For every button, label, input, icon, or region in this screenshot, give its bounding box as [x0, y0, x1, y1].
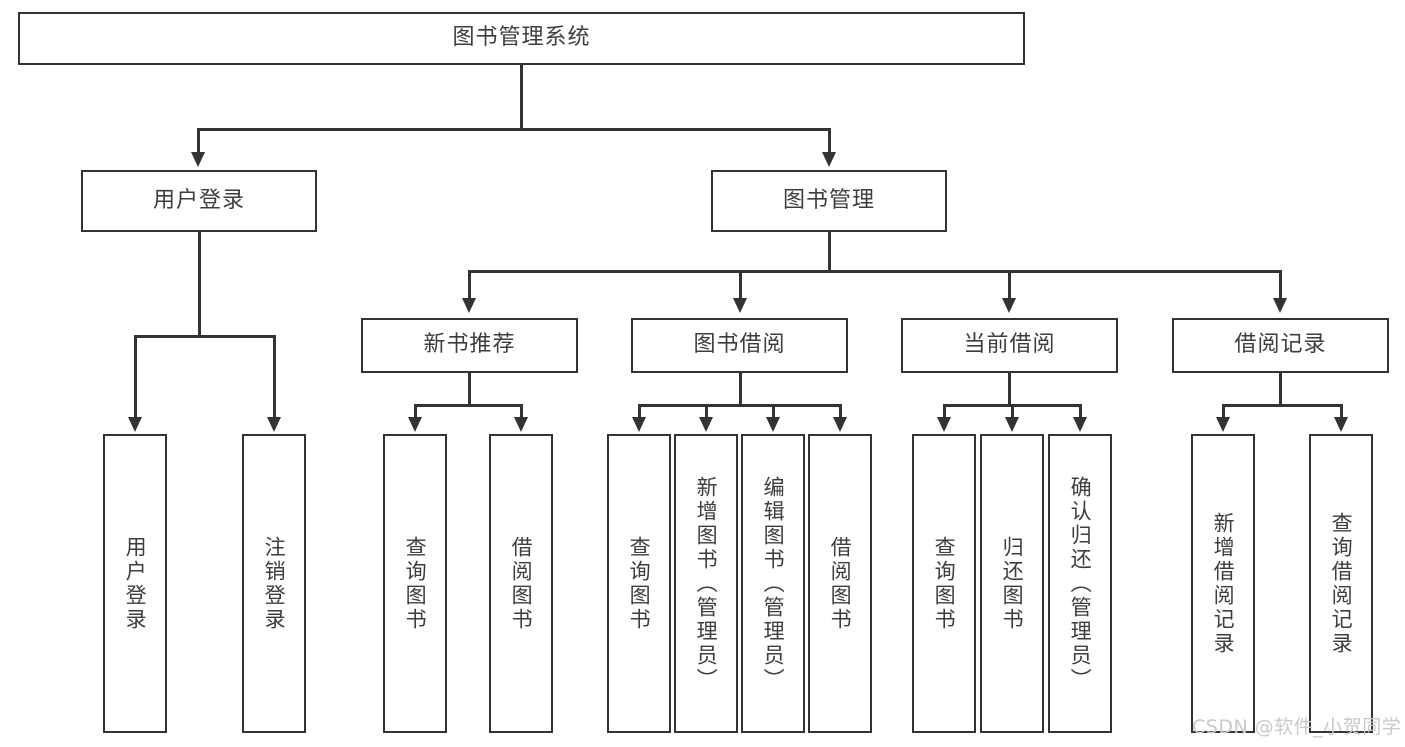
- node-label: 借阅记录: [1234, 332, 1327, 358]
- arrow-book-borrow-leaf-1: [632, 417, 646, 432]
- connector-user-login-leaf-2: [273, 335, 276, 419]
- connector-book-borrow-leaf-2: [705, 404, 708, 419]
- connector-borrow-record-stem: [1279, 373, 1282, 406]
- connector-bm-to-new-book: [468, 270, 471, 300]
- node-label: 图书借阅: [693, 332, 786, 358]
- node-book-borrow[interactable]: 图书借阅: [631, 318, 848, 373]
- arrow-book-borrow-leaf-4: [833, 417, 847, 432]
- node-user-login[interactable]: 用户登录: [81, 170, 317, 232]
- connector-user-login-bus: [134, 335, 275, 338]
- arrow-current-borrow-leaf-3: [1073, 417, 1087, 432]
- leaf-query-book-recommend[interactable]: 查询图书: [383, 434, 447, 733]
- arrow-current-borrow-leaf-2: [1005, 417, 1019, 432]
- connector-new-book-leaf-2: [520, 404, 523, 419]
- arrow-user-login-leaf-1: [128, 417, 142, 432]
- connector-new-book-leaf-1: [414, 404, 417, 419]
- connector-root-to-user-login: [197, 128, 200, 154]
- arrow-root-to-user-login: [191, 152, 205, 167]
- connector-root-bus: [197, 128, 831, 131]
- connector-current-borrow-leaf-3: [1079, 404, 1082, 419]
- node-current-borrow[interactable]: 当前借阅: [901, 318, 1118, 373]
- connector-book-borrow-leaf-3: [772, 404, 775, 419]
- arrow-current-borrow-leaf-1: [937, 417, 951, 432]
- connector-current-borrow-leaf-1: [943, 404, 946, 419]
- node-borrow-record[interactable]: 借阅记录: [1172, 318, 1389, 373]
- arrow-root-to-book-management: [822, 152, 836, 167]
- leaf-edit-book-admin[interactable]: 编辑图书（管理员）: [741, 434, 805, 733]
- leaf-add-borrow-record[interactable]: 新增借阅记录: [1191, 434, 1255, 733]
- leaf-user-login[interactable]: 用户登录: [103, 434, 167, 733]
- node-book-management[interactable]: 图书管理: [711, 170, 947, 232]
- leaf-borrow-book-recommend[interactable]: 借阅图书: [489, 434, 553, 733]
- arrow-bm-to-book-borrow: [733, 298, 747, 313]
- connector-borrow-record-leaf-1: [1222, 404, 1225, 419]
- leaf-label: 归还图书: [1000, 535, 1025, 632]
- connector-user-login-leaf-1: [134, 335, 137, 419]
- arrow-book-borrow-leaf-3: [766, 417, 780, 432]
- leaf-label: 查询图书: [932, 535, 957, 632]
- watermark-text: CSDN @软件_小贺同学: [1192, 716, 1402, 738]
- leaf-add-book-admin[interactable]: 新增图书（管理员）: [674, 434, 738, 733]
- leaf-return-book[interactable]: 归还图书: [980, 434, 1044, 733]
- connector-book-management-stem: [828, 232, 831, 272]
- leaf-label: 借阅图书: [828, 535, 853, 632]
- leaf-query-borrow-record[interactable]: 查询借阅记录: [1309, 434, 1373, 733]
- connector-new-book-stem: [468, 373, 471, 406]
- connector-book-borrow-leaf-4: [839, 404, 842, 419]
- connector-root-to-book-management: [828, 128, 831, 154]
- arrow-new-book-leaf-2: [514, 417, 528, 432]
- leaf-query-book-borrow[interactable]: 查询图书: [607, 434, 671, 733]
- leaf-label: 查询图书: [627, 535, 652, 632]
- connector-book-borrow-stem: [739, 373, 742, 406]
- csdn-watermark: CSDN @软件_小贺同学: [1192, 712, 1401, 739]
- connector-book-management-bus: [468, 270, 1282, 273]
- connector-current-borrow-leaf-2: [1011, 404, 1014, 419]
- leaf-confirm-return-admin[interactable]: 确认归还（管理员）: [1048, 434, 1112, 733]
- connector-user-login-stem: [198, 232, 201, 337]
- node-label: 新书推荐: [423, 332, 516, 358]
- connector-borrow-record-bus: [1222, 404, 1342, 407]
- arrow-bm-to-borrow-record: [1273, 298, 1287, 313]
- node-label: 用户登录: [152, 187, 245, 213]
- connector-bm-to-current-borrow: [1008, 270, 1011, 300]
- leaf-logout-login[interactable]: 注销登录: [242, 434, 306, 733]
- leaf-label: 新增借阅记录: [1211, 511, 1236, 656]
- leaf-label: 借阅图书: [509, 535, 534, 632]
- leaf-label: 注销登录: [262, 535, 287, 632]
- node-label: 当前借阅: [963, 332, 1056, 358]
- node-new-book-recommend[interactable]: 新书推荐: [361, 318, 578, 373]
- connector-new-book-bus: [414, 404, 522, 407]
- arrow-new-book-leaf-1: [408, 417, 422, 432]
- leaf-label: 查询图书: [403, 535, 428, 632]
- arrow-borrow-record-leaf-2: [1334, 417, 1348, 432]
- node-label: 图书管理系统: [452, 25, 591, 51]
- arrow-borrow-record-leaf-1: [1216, 417, 1230, 432]
- leaf-label: 查询借阅记录: [1329, 511, 1354, 656]
- connector-root-stem: [520, 65, 523, 130]
- leaf-label: 用户登录: [123, 535, 148, 632]
- connector-borrow-record-leaf-2: [1340, 404, 1343, 419]
- node-label: 图书管理: [782, 187, 875, 213]
- connector-current-borrow-stem: [1008, 373, 1011, 406]
- leaf-label: 新增图书（管理员）: [694, 475, 719, 692]
- arrow-bm-to-current-borrow: [1002, 298, 1016, 313]
- connector-book-borrow-bus: [638, 404, 841, 407]
- connector-bm-to-book-borrow: [739, 270, 742, 300]
- node-root-book-management-system[interactable]: 图书管理系统: [18, 12, 1025, 65]
- connector-book-borrow-leaf-1: [638, 404, 641, 419]
- leaf-label: 编辑图书（管理员）: [761, 475, 786, 692]
- arrow-user-login-leaf-2: [267, 417, 281, 432]
- leaf-query-book-current[interactable]: 查询图书: [912, 434, 976, 733]
- leaf-borrow-book[interactable]: 借阅图书: [808, 434, 872, 733]
- leaf-label: 确认归还（管理员）: [1068, 475, 1093, 692]
- connector-bm-to-borrow-record: [1279, 270, 1282, 300]
- arrow-book-borrow-leaf-2: [699, 417, 713, 432]
- arrow-bm-to-new-book: [462, 298, 476, 313]
